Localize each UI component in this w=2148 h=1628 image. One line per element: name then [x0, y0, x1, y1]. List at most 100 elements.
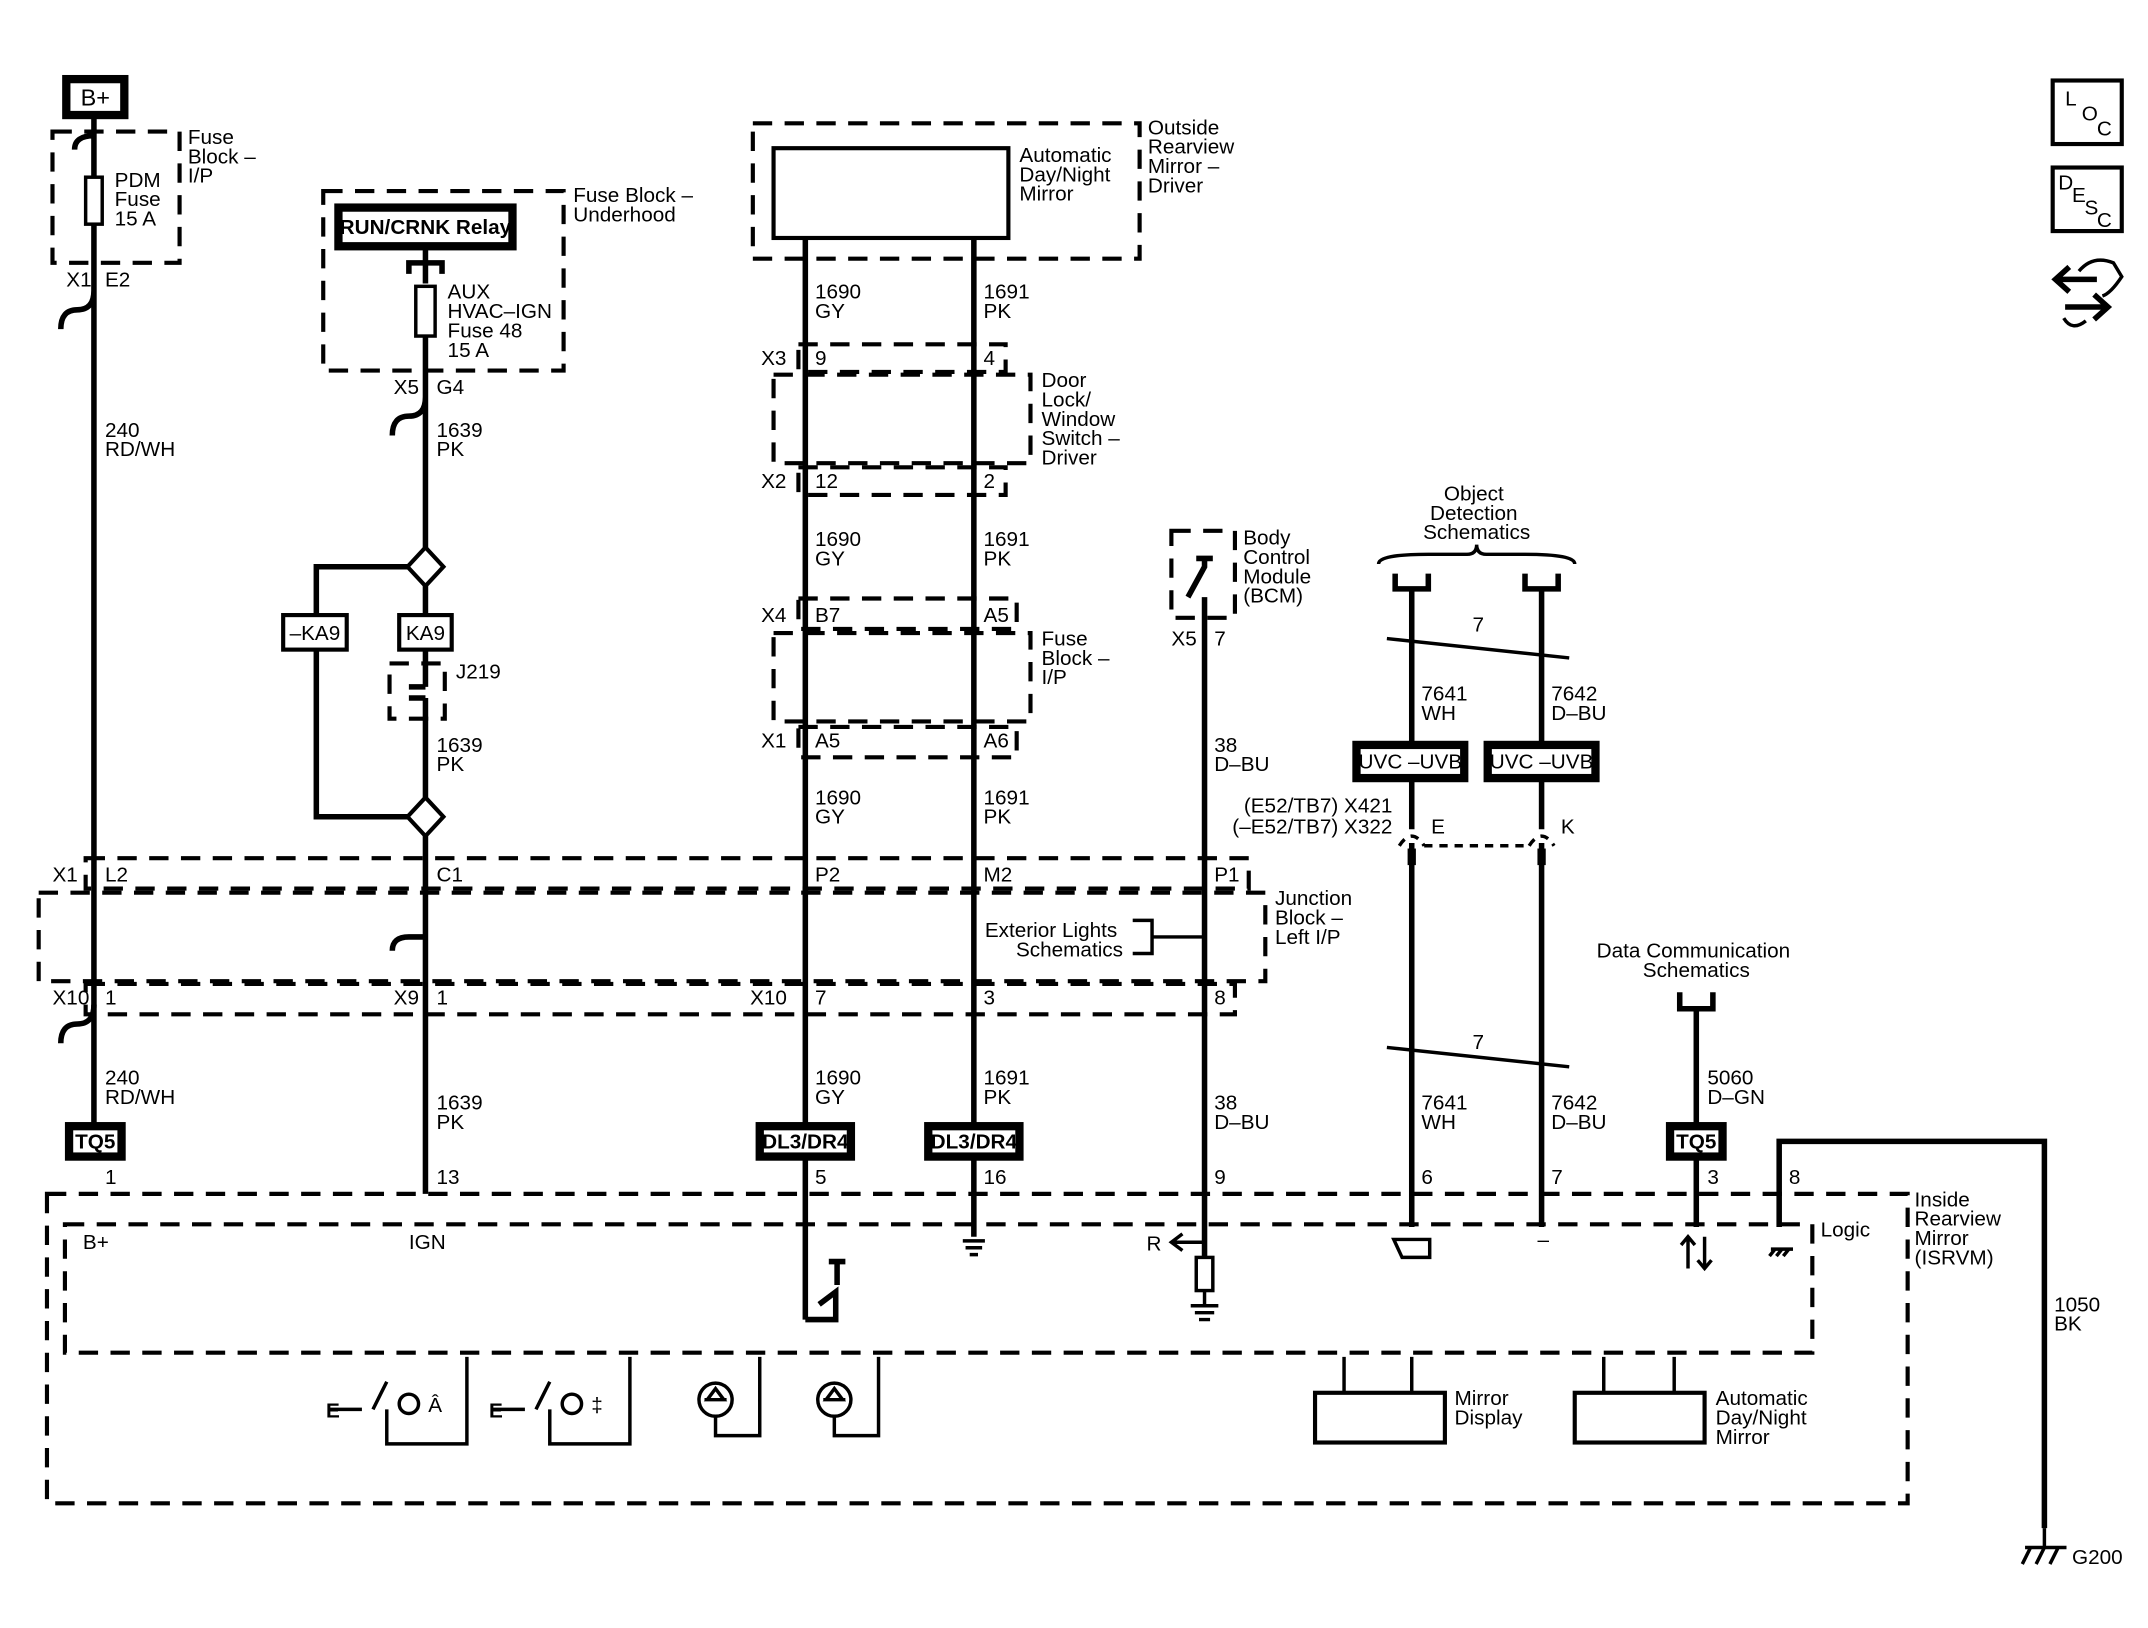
pin-4-label: 4	[984, 347, 996, 370]
auto-mirror-label: Automatic Day/Night Mirror	[1716, 1387, 1814, 1449]
pin-p2-label: P2	[815, 864, 840, 887]
loc-letter-c: C	[2097, 118, 2112, 141]
pin-c1-label: C1	[437, 864, 464, 887]
isrvm-pin-13: 13	[437, 1166, 460, 1189]
g200-ground-symbol	[2020, 1528, 2067, 1565]
wire-1691-number-3: 1691	[984, 786, 1030, 809]
splice-diamond-top	[404, 544, 447, 590]
dl3-label-right: DL3/DR4	[931, 1130, 1018, 1153]
isrvm-logic-outline	[62, 1222, 1815, 1355]
bcm-switch-wire	[1185, 555, 1213, 1258]
wire-7642-number-2: 7642	[1551, 1092, 1597, 1115]
tq5-label-right: TQ5	[1676, 1130, 1716, 1153]
run-crnk-relay-box	[334, 203, 517, 251]
wire-7642-color-2: D–BU	[1551, 1111, 1606, 1134]
conn-x1-ip-outline	[796, 724, 1019, 760]
wire-7641-number-2: 7641	[1421, 1092, 1467, 1115]
pin-7-bcm-label: 7	[1214, 627, 1226, 650]
isrvm-pin-5: 5	[815, 1166, 827, 1189]
desc-letter-d: D	[2058, 172, 2073, 195]
pin-b7-label: B7	[815, 604, 840, 627]
wire-1691-color-1: PK	[984, 300, 1012, 323]
wire-1690-color-1: GY	[815, 300, 845, 323]
isrvm-pin-8: 8	[1789, 1166, 1801, 1189]
junction-top-connector-outline	[83, 856, 1251, 891]
pin-e2-label: E2	[105, 268, 130, 291]
wire-240-color-lower: RD/WH	[105, 1086, 175, 1109]
wire-1690-number-3: 1690	[815, 786, 861, 809]
fuse-block-ip-outline	[50, 129, 182, 265]
g200-label: G200	[2072, 1546, 2123, 1569]
tq5-box-left	[64, 1122, 126, 1161]
dl3-box-left	[755, 1122, 856, 1161]
exterior-lights-bracket	[1132, 918, 1205, 956]
conn-x2-outline	[796, 465, 1008, 497]
conn-x5-bcm-label: X5	[1171, 627, 1196, 650]
ka9-option-wires	[313, 563, 429, 820]
conn-x4-label: X4	[761, 604, 786, 627]
tq5-box-right	[1665, 1122, 1727, 1161]
mirror-display-box	[1312, 1390, 1447, 1445]
inline-connector-e-k	[1397, 834, 1556, 848]
loc-letter-l: L	[2065, 87, 2077, 110]
uvc-box-left	[1352, 740, 1469, 783]
desc-button[interactable]: D E S C	[2050, 165, 2124, 234]
wire-1691-number-1: 1691	[984, 281, 1030, 304]
fuse-block-underhood-outline	[321, 188, 566, 373]
wire-1639-color: PK	[437, 438, 465, 461]
isrvm-switch-2-e: E	[489, 1400, 503, 1423]
pin-l2-label: L2	[105, 864, 128, 887]
exterior-lights-label: Exterior Lights Schematics	[985, 919, 1123, 961]
conn-x322-label: (–E52/TB7) X322	[1232, 815, 1392, 838]
twisted-pair-upper	[1386, 636, 1570, 660]
logic-bplus-label: B+	[83, 1231, 109, 1254]
mirror-display-label: Mirror Display	[1455, 1387, 1524, 1429]
pin-1-x10-label: 1	[105, 987, 117, 1010]
object-detection-brace	[1376, 544, 1577, 565]
outside-mirror-outline	[750, 121, 1142, 261]
relay-output-wire	[406, 249, 445, 284]
desc-letter-s: S	[2084, 196, 2098, 219]
logic-label: Logic	[1821, 1219, 1871, 1242]
bcm-label: Body Control Module (BCM)	[1243, 527, 1317, 608]
auto-mirror-leads	[1602, 1356, 1676, 1393]
isrvm-switch-1-e: E	[326, 1400, 340, 1423]
onstar-icon: Â	[428, 1394, 442, 1417]
conn-x2-label: X2	[761, 470, 786, 493]
isrvm-label: Inside Rearview Mirror (ISRVM)	[1915, 1188, 2007, 1269]
dl3-box-right	[924, 1122, 1024, 1161]
logic-chassis-ground	[1768, 1247, 1793, 1258]
connector-view-icon[interactable]	[2051, 258, 2124, 328]
ka9-box	[397, 613, 454, 652]
twisted-pair-lower	[1386, 1045, 1570, 1069]
door-lock-switch-outline	[771, 372, 1033, 466]
pin-12-label: 12	[815, 470, 838, 493]
wire-5060	[1676, 992, 1716, 1228]
conn-x1-label: X1	[66, 268, 91, 291]
j219-jumper-wire	[408, 663, 429, 798]
junction-bottom-connector-outline	[83, 981, 1237, 1017]
wire-1690-number-2: 1690	[815, 528, 861, 551]
fuse-block-ip2-outline	[771, 630, 1033, 724]
junction-block-label: Junction Block – Left I/P	[1275, 887, 1358, 949]
loc-letter-o: O	[2082, 103, 2098, 126]
data-comm-label: Data Communication Schematics	[1597, 940, 1796, 982]
loc-button[interactable]: L O C	[2050, 78, 2124, 147]
wire-1050	[1776, 1138, 2048, 1529]
pin-k-terminal	[1537, 848, 1546, 866]
pin-3-x10-label: 3	[984, 987, 996, 1010]
pin-p1-label: P1	[1214, 864, 1239, 887]
isrvm-outline	[44, 1191, 1910, 1506]
wire-1691-number-2: 1691	[984, 528, 1030, 551]
fuse-block-ip2-label: Fuse Block – I/P	[1042, 627, 1116, 689]
pin-m2-label: M2	[984, 864, 1013, 887]
pin-a5-top-label: A5	[984, 604, 1009, 627]
twist-count-upper: 7	[1473, 614, 1485, 637]
wire-1639-mid-color: PK	[437, 753, 465, 776]
wire-1639-number: 1639	[437, 419, 483, 442]
wire-7641-color-1: WH	[1421, 702, 1456, 725]
bplus-label: B+	[81, 84, 110, 110]
pin-9-label: 9	[815, 347, 827, 370]
wire-1690-color-2: GY	[815, 547, 845, 570]
fuse-block-underhood-label: Fuse Block – Underhood	[573, 184, 699, 226]
